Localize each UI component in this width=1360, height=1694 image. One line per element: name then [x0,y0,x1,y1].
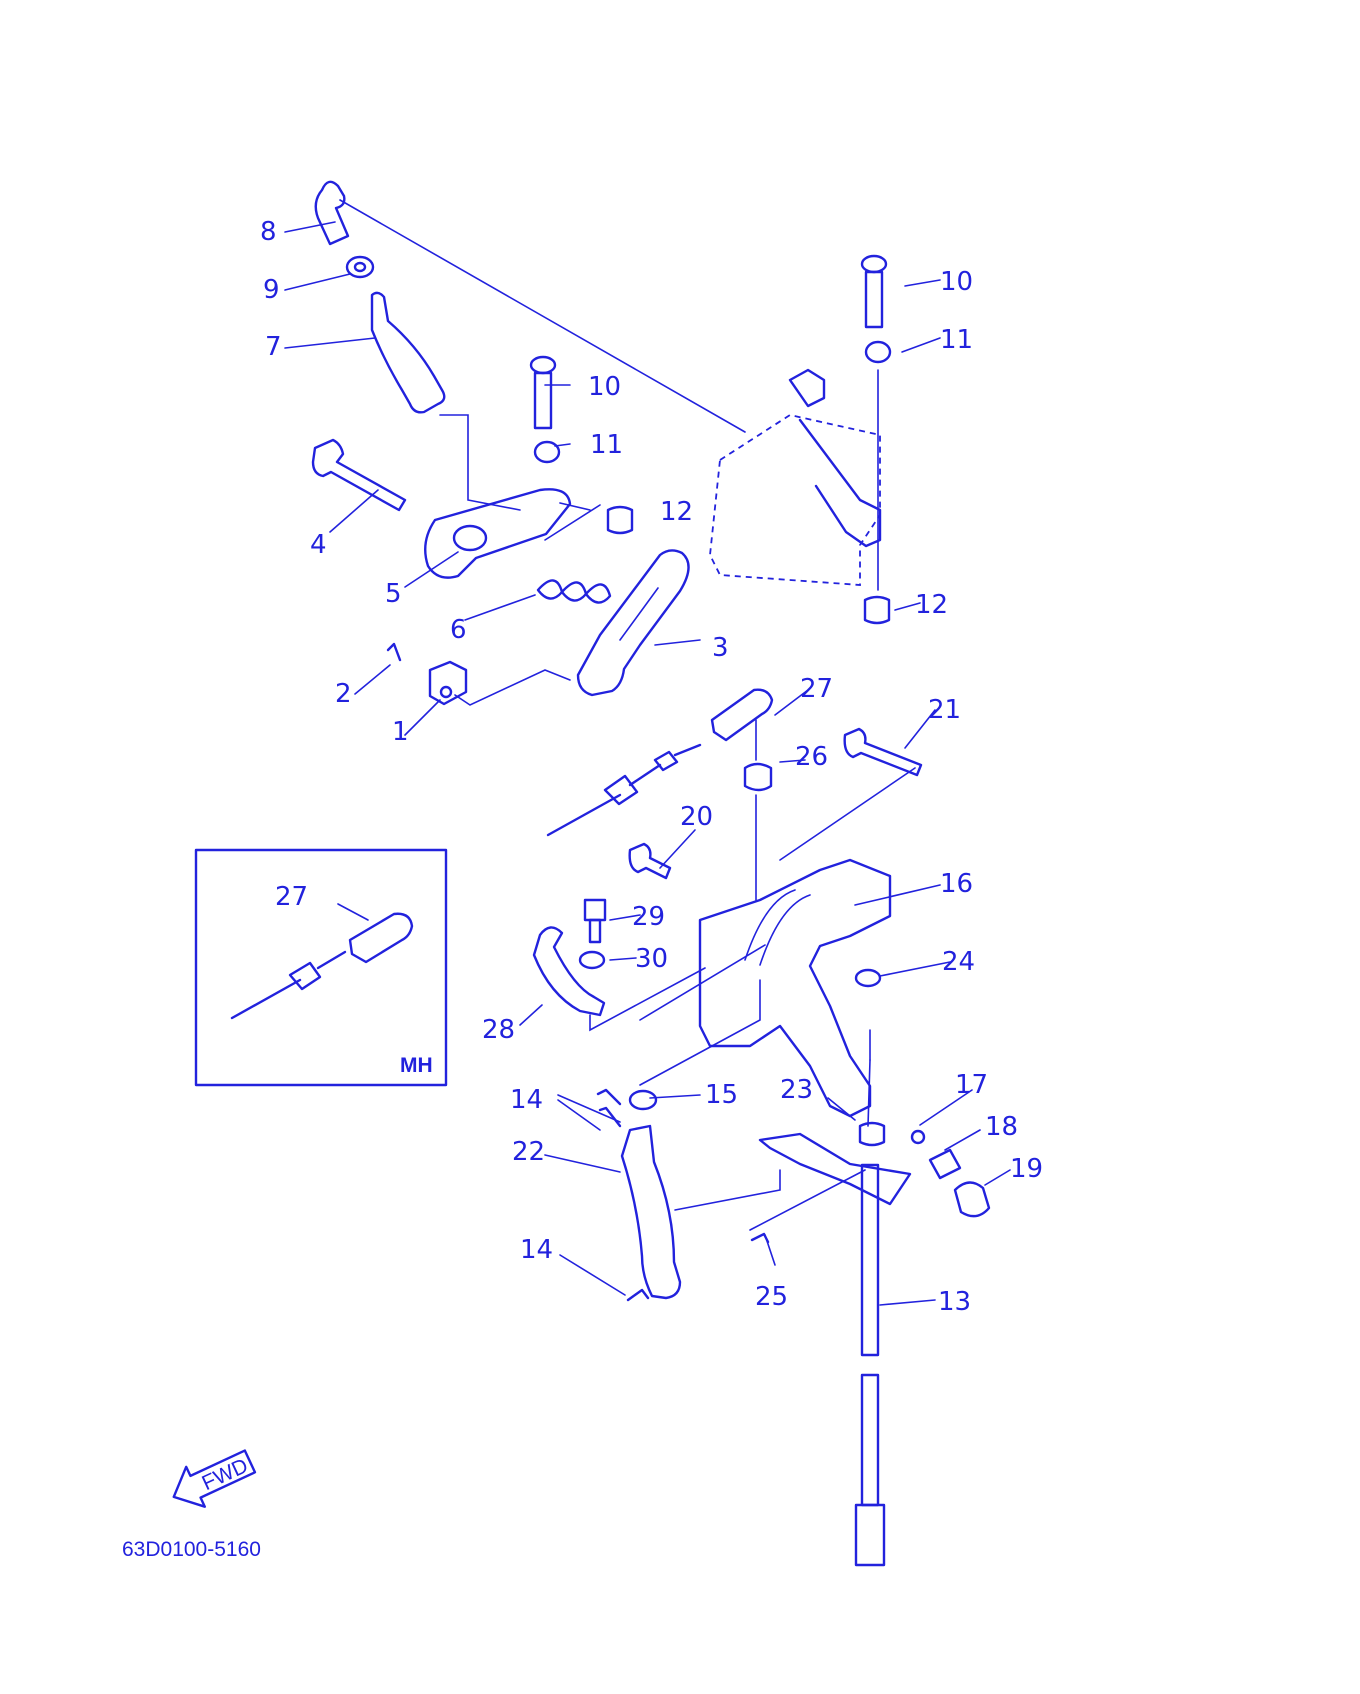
part-label-10-right: 10 [940,267,973,297]
part-label-22: 22 [512,1137,545,1167]
part-label-17: 17 [955,1070,988,1100]
part-label-8: 8 [260,217,277,247]
part-label-11-mid: 11 [590,430,623,460]
part-label-2: 2 [335,679,352,709]
part-shapes [311,180,991,1567]
part-label-14-top: 14 [510,1085,543,1115]
part-label-19: 19 [1010,1154,1043,1184]
part-label-25: 25 [755,1282,788,1312]
part-label-11-right: 11 [940,325,973,355]
part-label-6: 6 [450,615,467,645]
part-labels: 1 2 3 4 5 6 7 8 9 10 10 11 11 12 12 13 1… [260,217,1043,1317]
part-label-3: 3 [712,633,729,663]
inset-part-label-27: 27 [275,882,308,912]
inset-box: 27 MH [194,848,448,1087]
part-label-1: 1 [392,717,409,747]
part-label-15: 15 [705,1080,738,1110]
leader-lines [284,199,1011,1306]
part-label-24: 24 [942,947,975,977]
part-label-13: 13 [938,1287,971,1317]
part-label-10-mid: 10 [588,372,621,402]
catalog-code: 63D0100-5160 [122,1538,261,1561]
part-label-29: 29 [632,902,665,932]
part-label-14-bottom: 14 [520,1235,553,1265]
part-label-7: 7 [265,332,282,362]
part-label-18: 18 [985,1112,1018,1142]
part-label-5: 5 [385,579,402,609]
part-label-27: 27 [800,674,833,704]
part-label-16: 16 [940,869,973,899]
inset-tag: MH [400,1054,433,1077]
part-label-21: 21 [928,695,961,725]
part-label-4: 4 [310,530,327,560]
part-label-23: 23 [780,1075,813,1105]
part-label-30: 30 [635,944,668,974]
part-label-28: 28 [482,1015,515,1045]
part-label-12-mid: 12 [660,497,693,527]
part-label-26: 26 [795,742,828,772]
fwd-arrow-icon: FWD [172,1449,257,1508]
part-label-20: 20 [680,802,713,832]
part-label-12-right: 12 [915,590,948,620]
part-label-9: 9 [263,275,280,305]
